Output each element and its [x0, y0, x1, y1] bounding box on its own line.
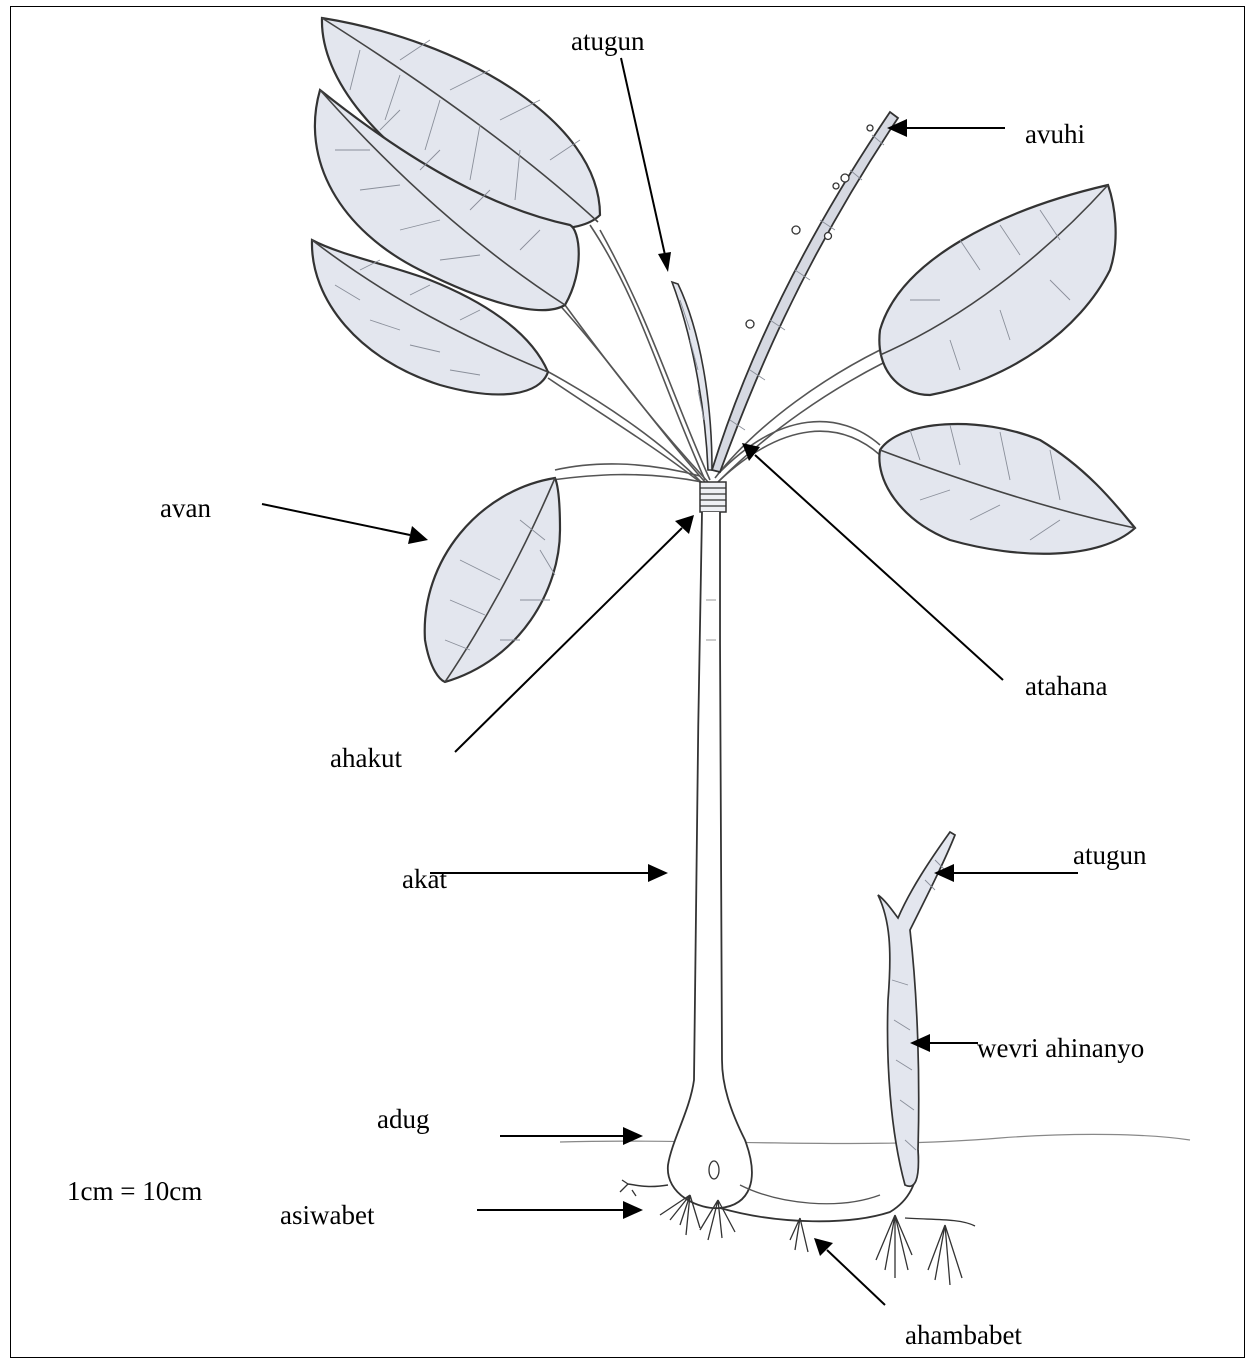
ground-line: [560, 1134, 1190, 1143]
top-shoot: [672, 282, 712, 470]
label-adug: adug: [377, 1106, 429, 1133]
label-atahana: atahana: [1025, 673, 1107, 700]
label-atugun-right: atugun: [1073, 842, 1147, 869]
petioles: [545, 225, 885, 486]
label-akat: akat: [402, 866, 447, 893]
roots: [620, 1180, 975, 1285]
label-atugun-top: atugun: [571, 28, 645, 55]
label-ahakut: ahakut: [330, 745, 402, 772]
leaf-right-lower: [879, 424, 1135, 554]
label-avuhi: avuhi: [1025, 121, 1085, 148]
label-ahambabet: ahambabet: [905, 1322, 1022, 1349]
inflorescence: [712, 112, 898, 472]
side-shoot: [878, 832, 955, 1186]
leaf-lower-left: [425, 478, 560, 682]
main-stem: [668, 512, 752, 1208]
binding: [700, 482, 726, 512]
label-scale: 1cm = 10cm: [67, 1178, 202, 1205]
label-avan: avan: [160, 495, 211, 522]
label-asiwabet: asiwabet: [280, 1202, 374, 1229]
label-wevri-ahinanyo: wevri ahinanyo: [977, 1035, 1144, 1062]
leaf-right-upper: [879, 185, 1115, 395]
